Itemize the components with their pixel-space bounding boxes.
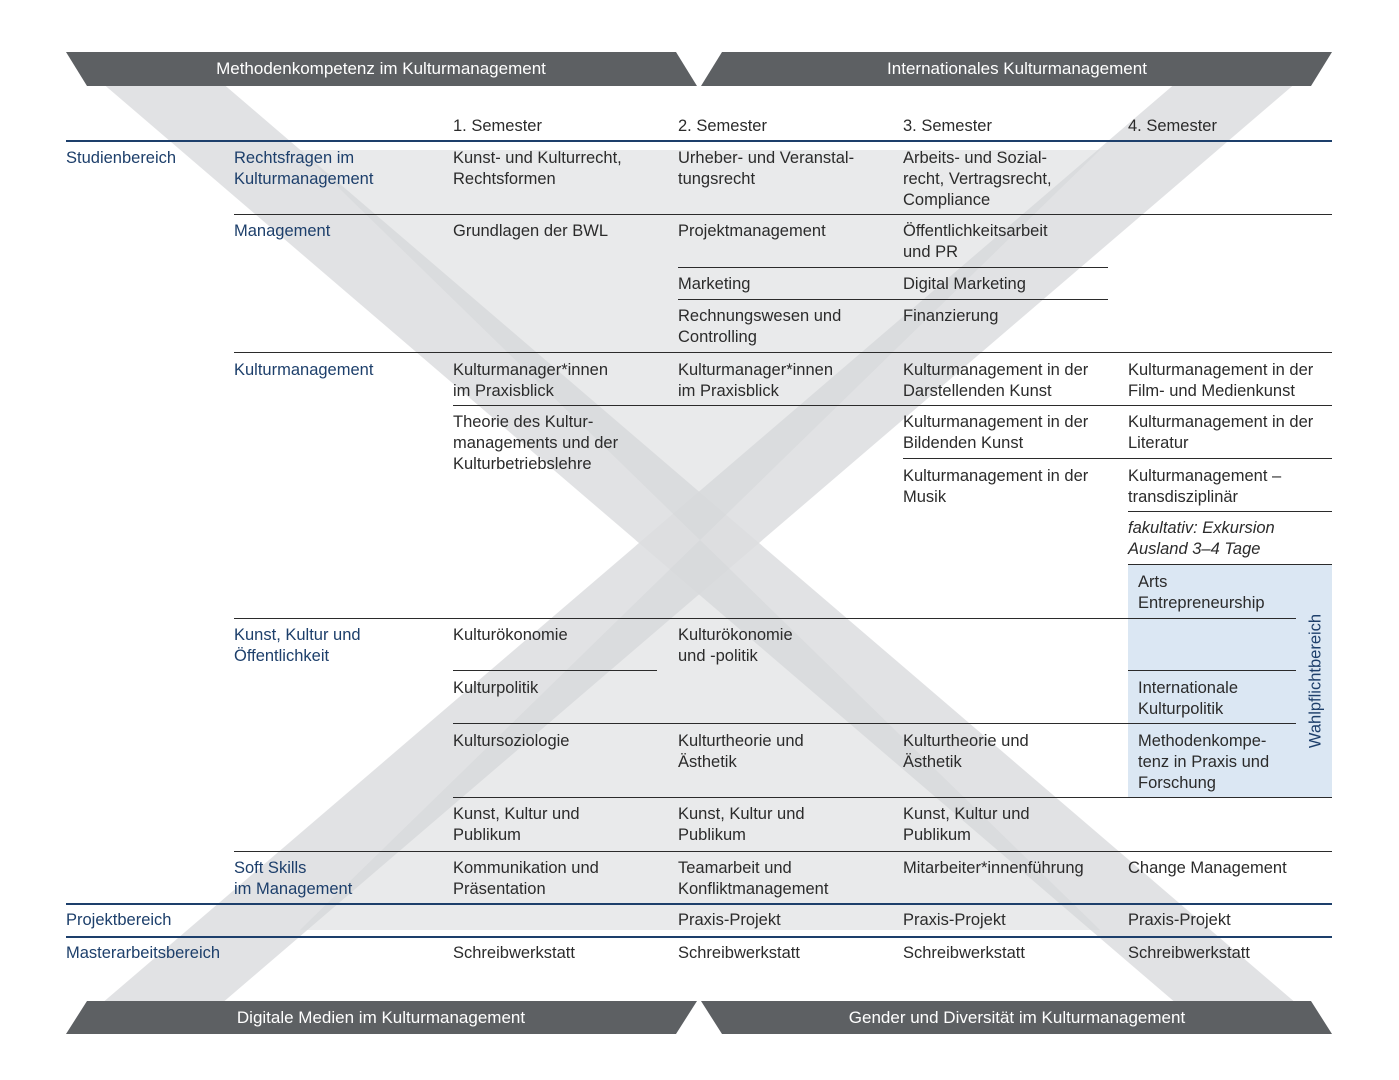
rule-kunst-b	[453, 723, 1296, 724]
subarea-kunst-kultur: Kunst, Kultur und Öffentlichkeit	[234, 626, 361, 665]
course-cell: Kulturmanagement in der Literatur	[1128, 413, 1314, 452]
course-cell: Kunst, Kultur und Publikum	[903, 805, 1030, 844]
subarea-soft-skills: Soft Skills im Management	[234, 859, 353, 898]
rule-km-b	[903, 458, 1332, 459]
course-cell: Praxis-Projekt	[1128, 911, 1231, 929]
course-cell: Change Management	[1128, 859, 1287, 877]
course-cell: Kulturökonomie und -politik	[678, 626, 793, 665]
course-cell: Öffentlichkeitsarbeit und PR	[903, 222, 1048, 261]
wahlpflicht-item: Arts Entrepreneurship	[1138, 573, 1265, 612]
semester-1-header: 1. Semester	[453, 117, 542, 135]
rule-km-a	[453, 405, 1332, 406]
course-cell: Teamarbeit und Konfliktmanagement	[678, 859, 829, 898]
course-cell: Kulturtheorie und Ästhetik	[678, 732, 804, 771]
rule-mgmt-a	[678, 267, 1108, 268]
rule-projektbereich	[66, 936, 1332, 938]
course-cell: Praxis-Projekt	[678, 911, 781, 929]
rule-wp-a	[1128, 670, 1296, 671]
rule-mgmt-b	[678, 299, 1108, 300]
rule-kunst	[234, 851, 1332, 852]
course-cell: Schreibwerkstatt	[1128, 944, 1250, 962]
subarea-kulturmanagement: Kulturmanagement	[234, 361, 374, 379]
wahlpflicht-item: Methodenkompe- tenz in Praxis und Forsch…	[1138, 732, 1270, 792]
course-cell: Rechnungswesen und Controlling	[678, 307, 842, 346]
rule-header	[66, 140, 1332, 142]
banner-top-right-shape	[701, 52, 1332, 86]
course-cell: Kulturpolitik	[453, 679, 539, 697]
course-cell: Kulturmanagement in der Film- und Medien…	[1128, 361, 1314, 400]
course-cell: Kunst, Kultur und Publikum	[678, 805, 805, 844]
course-cell: Projektmanagement	[678, 222, 826, 240]
rule-km-c	[1128, 511, 1332, 512]
course-cell: Finanzierung	[903, 307, 999, 325]
course-cell: Kulturmanager*innen im Praxisblick	[678, 361, 834, 400]
course-cell: Kulturtheorie und Ästhetik	[903, 732, 1029, 771]
course-cell: Grundlagen der BWL	[453, 222, 609, 240]
rule-recht	[234, 214, 1332, 215]
rule-studienbereich	[66, 903, 1332, 905]
course-cell: Kulturmanagement in der Darstellenden Ku…	[903, 361, 1089, 400]
course-cell: Schreibwerkstatt	[678, 944, 800, 962]
banner-bottom-right-shape	[701, 1001, 1332, 1034]
area-projektbereich: Projektbereich	[66, 911, 172, 929]
rule-kunst-c	[453, 797, 1332, 798]
wahlpflicht-area	[1128, 565, 1332, 797]
course-cell: Schreibwerkstatt	[903, 944, 1025, 962]
subarea-rechtsfragen: Rechtsfragen im Kulturmanagement	[234, 149, 374, 188]
rule-management	[234, 352, 1332, 353]
banner-methodenkompetenz: Methodenkompetenz im Kulturmanagement	[216, 59, 546, 78]
x-center-triangle-top	[300, 150, 1100, 540]
course-cell: Marketing	[678, 275, 751, 293]
banner-bottom-left-shape	[66, 1001, 697, 1034]
semester-3-header: 3. Semester	[903, 117, 992, 135]
banner-gender: Gender und Diversität im Kulturmanagemen…	[848, 1008, 1186, 1027]
course-cell-optional: fakultativ: Exkursion Ausland 3–4 Tage	[1128, 519, 1275, 558]
course-cell: Mitarbeiter*innenführung	[903, 859, 1084, 877]
rule-kulturmanagement	[234, 618, 1296, 619]
semester-2-header: 2. Semester	[678, 117, 767, 135]
rule-kunst-a	[453, 670, 657, 671]
course-cell: Theorie des Kultur- managements und der …	[453, 413, 619, 473]
course-cell: Arbeits- und Sozial- recht, Vertragsrech…	[903, 149, 1052, 209]
course-cell: Praxis-Projekt	[903, 911, 1006, 929]
wahlpflicht-item: Internationale Kulturpolitik	[1138, 679, 1238, 718]
banner-top-left-shape	[66, 52, 697, 86]
rule-km-d	[1128, 564, 1332, 565]
course-cell: Digital Marketing	[903, 275, 1026, 293]
course-cell: Kunst, Kultur und Publikum	[453, 805, 580, 844]
x-center-triangle-bottom	[300, 540, 1100, 930]
area-masterarbeitsbereich: Masterarbeitsbereich	[66, 944, 221, 962]
course-cell: Kultursoziologie	[453, 732, 570, 750]
area-studienbereich: Studienbereich	[66, 149, 177, 167]
course-cell: Kulturmanagement in der Musik	[903, 467, 1089, 506]
semester-4-header: 4. Semester	[1128, 117, 1217, 135]
course-cell: Urheber- und Veranstal- tungsrecht	[678, 149, 855, 188]
subarea-management: Management	[234, 222, 331, 240]
course-cell: Kulturmanagement in der Bildenden Kunst	[903, 413, 1089, 452]
course-cell: Kommunikation und Präsentation	[453, 859, 599, 898]
banner-digitale-medien: Digitale Medien im Kulturmanagement	[236, 1008, 526, 1027]
wahlpflicht-label: Wahlpflichtbereich	[1306, 613, 1325, 749]
course-cell: Kulturökonomie	[453, 626, 568, 644]
course-cell: Kulturmanagement – transdisziplinär	[1128, 467, 1282, 506]
course-cell: Schreibwerkstatt	[453, 944, 575, 962]
course-cell: Kulturmanager*innen im Praxisblick	[453, 361, 609, 400]
banner-internationales: Internationales Kulturmanagement	[887, 59, 1147, 78]
course-cell: Kunst- und Kulturrecht, Rechtsformen	[453, 149, 622, 188]
